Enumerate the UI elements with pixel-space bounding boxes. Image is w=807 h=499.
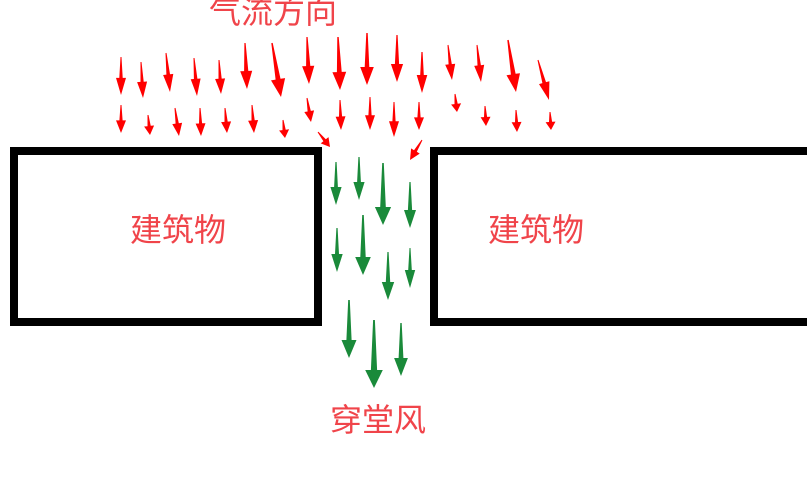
incoming-airflow-arrow	[215, 60, 226, 94]
left-building-outline	[10, 147, 322, 326]
incoming-airflow-arrow	[116, 57, 126, 95]
incoming-airflow-arrow	[414, 102, 424, 130]
incoming-airflow-arrow	[537, 59, 550, 100]
incoming-airflow-arrow	[302, 37, 315, 84]
through-draft-arrow	[353, 157, 365, 200]
incoming-airflow-arrow	[545, 112, 556, 130]
incoming-airflow-arrow	[116, 105, 126, 133]
incoming-airflow-arrow	[279, 119, 290, 138]
through-draft-arrow	[404, 182, 416, 228]
incoming-airflow-arrow	[474, 44, 485, 82]
airflow-direction-title: 气流方向	[209, 0, 338, 31]
through-draft-arrow	[330, 162, 342, 205]
incoming-airflow-arrow	[240, 43, 253, 89]
incoming-airflow-arrow	[416, 52, 428, 93]
incoming-airflow-arrow	[163, 52, 174, 92]
incoming-airflow-arrow	[248, 105, 259, 133]
right-building-label: 建筑物	[488, 211, 585, 249]
incoming-airflow-arrow	[221, 108, 232, 133]
left-building-label: 建筑物	[130, 211, 227, 249]
incoming-airflow-arrow	[445, 44, 456, 80]
through-draft-arrow	[355, 215, 371, 275]
incoming-airflow-arrow	[137, 62, 148, 98]
incoming-airflow-arrow	[271, 42, 286, 97]
incoming-airflow-arrow	[451, 93, 462, 112]
incoming-airflow-arrow	[410, 139, 423, 160]
incoming-airflow-arrow	[389, 102, 399, 137]
through-draft-arrow	[365, 320, 383, 388]
incoming-airflow-arrow	[144, 115, 155, 135]
through-draft-arrow	[331, 228, 343, 272]
through-draft-arrow	[374, 163, 392, 225]
incoming-airflow-arrow	[511, 110, 522, 132]
incoming-airflow-arrow	[332, 37, 347, 90]
right-building-outline	[430, 147, 807, 326]
incoming-airflow-arrow	[365, 97, 375, 130]
incoming-airflow-arrow	[480, 106, 491, 126]
incoming-airflow-arrow	[195, 108, 206, 136]
through-draft-arrow	[394, 323, 408, 376]
incoming-airflow-arrow	[390, 35, 404, 82]
incoming-airflow-arrow	[190, 58, 201, 96]
incoming-airflow-arrow	[317, 131, 330, 147]
through-draft-label: 穿堂风	[330, 401, 427, 439]
through-draft-arrow	[404, 248, 416, 288]
incoming-airflow-arrow	[172, 107, 183, 136]
incoming-airflow-arrow	[304, 97, 315, 122]
incoming-airflow-arrow	[335, 100, 346, 130]
incoming-airflow-arrow	[360, 33, 374, 85]
through-draft-arrow	[341, 300, 357, 358]
incoming-airflow-arrow	[506, 39, 520, 92]
through-draft-arrow	[381, 252, 395, 300]
